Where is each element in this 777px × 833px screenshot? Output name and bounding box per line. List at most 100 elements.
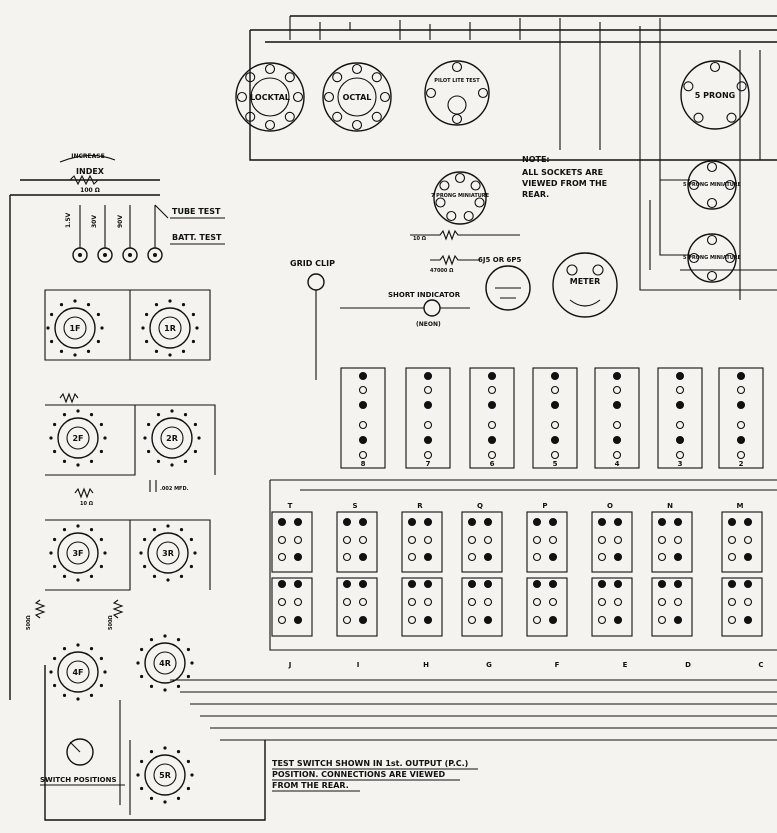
svg-text:GRID CLIP: GRID CLIP: [290, 259, 335, 268]
terminal-dot: [550, 400, 560, 410]
socket-pin: [736, 81, 747, 92]
terminal-dot: [487, 450, 497, 460]
deck-contact: [191, 339, 195, 344]
terminal-dot: [487, 400, 497, 410]
socket-pins: [236, 61, 747, 282]
tube-6j5: 6J5 OR 6P5: [478, 256, 531, 311]
socket-octal: OCTAL: [322, 62, 392, 132]
bank-contact: [423, 517, 433, 527]
svg-text:100 Ω: 100 Ω: [80, 187, 100, 194]
socket-5-mini-a-label: 5 PRONG MINIATURE: [683, 182, 742, 188]
deck-contact: [191, 312, 195, 317]
deck-contact: [190, 773, 194, 777]
bank-contact: [532, 579, 542, 589]
terminal-dot: [487, 385, 497, 395]
deck-contact: [145, 339, 149, 344]
deck-contact: [49, 551, 53, 555]
deck-contact: [86, 303, 91, 307]
bank-contact: [673, 597, 683, 607]
deck-contact: [190, 661, 194, 665]
switch-deck-s2f: 2F: [49, 409, 107, 467]
terminal-dot: [736, 435, 746, 445]
batt-terminals: 1.5V 30V 90V TUBE TEST BATT. TEST: [65, 204, 225, 263]
bank-contact: [743, 535, 753, 545]
socket-pin: [463, 210, 474, 222]
deck-contact: [163, 746, 167, 750]
switch-positions: SWITCH POSITIONS: [40, 738, 125, 786]
bank-contact: [407, 597, 417, 607]
switch-deck-s4f: 4F: [49, 643, 107, 701]
bank-contact: [483, 597, 493, 607]
bank-contact: [277, 552, 287, 562]
bank-contact: [613, 597, 623, 607]
deck-contact: [163, 800, 167, 804]
deck-contact: [62, 647, 67, 651]
svg-text:FROM THE REAR.: FROM THE REAR.: [272, 781, 349, 790]
bank-letter-bottom: D: [685, 661, 691, 669]
socket-5-mini-b-label: 5 PRONG MINIATURE: [683, 255, 742, 261]
deck-contact: [136, 773, 140, 777]
bank-contact: [548, 597, 558, 607]
bank-contact: [407, 517, 417, 527]
deck-contact: [89, 574, 94, 579]
deck-contact: [152, 574, 157, 579]
switch-deck-label: 3F: [72, 549, 83, 558]
terminal-dot: [612, 371, 622, 381]
bank-contact: [293, 552, 303, 562]
deck-contact: [76, 643, 80, 647]
deck-contact: [154, 303, 159, 307]
bank-letter-bottom: G: [486, 661, 492, 669]
switch-deck-label: 5R: [159, 771, 171, 780]
bank-contact: [532, 535, 542, 545]
bank-contact: [342, 517, 352, 527]
bank-contact: [548, 552, 558, 562]
bank-contact: [277, 597, 287, 607]
bank-contact: [743, 552, 753, 562]
bank-contact: [597, 535, 607, 545]
terminal-dot: [736, 371, 746, 381]
bank-contact: [358, 615, 368, 625]
terminal-dot: [358, 450, 368, 460]
terminal-dot: [612, 385, 622, 395]
svg-text:SWITCH POSITIONS: SWITCH POSITIONS: [40, 776, 117, 784]
deck-contact: [149, 638, 154, 642]
socket-pin: [284, 72, 295, 83]
socket-loctal: LOCKTAL: [235, 62, 305, 132]
socket-pin: [435, 197, 446, 208]
terminal-strip: 2: [718, 367, 764, 469]
bank-contact: [423, 615, 433, 625]
terminal-dot: [550, 435, 560, 445]
bank-contact: [727, 535, 737, 545]
top-wiring: [249, 15, 777, 300]
deck-contact: [99, 656, 103, 661]
bank-contact: [613, 615, 623, 625]
svg-text:30V: 30V: [91, 215, 98, 228]
terminal-dot: [423, 400, 433, 410]
deck-contact: [139, 551, 143, 555]
bank-contact: [342, 579, 352, 589]
socket-pin: [724, 252, 736, 264]
svg-text:ALL SOCKETS ARE: ALL SOCKETS ARE: [522, 168, 603, 177]
bank-letter-bottom: I: [357, 661, 360, 669]
switch-deck-label: 4F: [72, 668, 83, 677]
bank-contact: [483, 615, 493, 625]
terminal-dot: [550, 450, 560, 460]
switch-deck-label: 1R: [164, 324, 176, 333]
deck-contact: [103, 551, 107, 555]
deck-contact: [176, 638, 181, 642]
bank-contact: [613, 517, 623, 527]
svg-text:.002 MFD.: .002 MFD.: [160, 486, 189, 492]
socket-pin: [332, 72, 343, 83]
svg-text:47000 Ω: 47000 Ω: [430, 268, 454, 274]
terminal-dot: [423, 371, 433, 381]
tube-test-label: TUBE TEST: [172, 207, 221, 216]
deck-contact: [50, 312, 54, 317]
deck-contact: [99, 564, 103, 569]
deck-contact: [89, 413, 94, 417]
bank-contact: [467, 535, 477, 545]
deck-contact: [166, 524, 170, 528]
socket-pin: [379, 91, 391, 103]
switch-deck-label: 3R: [162, 549, 174, 558]
socket-pin: [284, 111, 295, 122]
deck-contact: [176, 684, 181, 689]
